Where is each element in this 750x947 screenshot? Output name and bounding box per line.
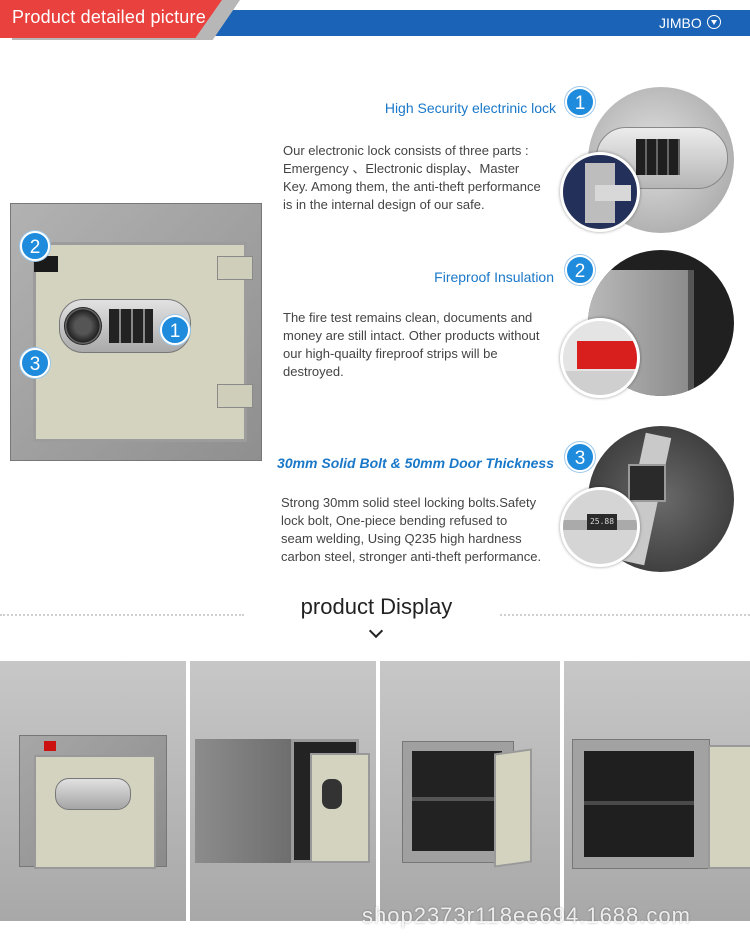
safe-keys: [109, 309, 153, 343]
safe-hinge: [217, 256, 253, 280]
product-photo-open-angle: [190, 661, 376, 921]
header-bar: [180, 10, 750, 36]
lock-inner-photo: [560, 152, 640, 232]
safe-marker-1: 1: [160, 315, 190, 345]
safe-marker-2: 2: [20, 231, 50, 261]
safe-knob: [64, 307, 102, 345]
brand-link[interactable]: JIMBO: [659, 15, 702, 31]
divider-left: [0, 614, 244, 616]
caliper-photo: 25.88: [560, 487, 640, 567]
feature-2-title: Fireproof Insulation: [434, 269, 554, 285]
description-line: lock bolt, One-piece bending refused to: [281, 513, 508, 528]
section-title: Product detailed picture: [12, 7, 206, 27]
caliper-display: 25.88: [587, 514, 617, 530]
fireproof-strip-photo: [560, 318, 640, 398]
safe-hinge: [217, 384, 253, 408]
divider-right: [500, 614, 750, 616]
watermark: shop2373r118ee694.1688.com: [362, 903, 691, 928]
feature-2-description: The fire test remains clean, documents a…: [283, 309, 563, 381]
safe-marker-3: 3: [20, 348, 50, 378]
description-line: seam welding, Using Q235 high hardness: [281, 531, 522, 546]
description-line: is in the internal design of our safe.: [283, 197, 485, 212]
chevron-down-circle-icon[interactable]: [707, 15, 721, 29]
chevron-down-icon: [368, 623, 384, 639]
description-line: Emergency 、Electronic display、Master: [283, 161, 520, 176]
feature-1-number: 1: [565, 87, 595, 117]
description-line: money are still intact. Other products w…: [283, 328, 540, 343]
description-line: The fire test remains clean, documents a…: [283, 310, 533, 325]
feature-1-title: High Security electrinic lock: [384, 100, 556, 116]
feature-1-description: Our electronic lock consists of three pa…: [283, 142, 563, 214]
feature-3-title: 30mm Solid Bolt & 50mm Door Thickness: [277, 455, 554, 471]
product-display-title: product Display: [300, 594, 453, 619]
product-photo-open-front: [380, 661, 560, 921]
description-line: carbon steel, stronger anti-theft perfor…: [281, 549, 542, 564]
description-line: destroyed.: [283, 364, 344, 379]
product-photo-open-door: [564, 661, 750, 921]
product-photo-front: [0, 661, 186, 921]
description-line: Strong 30mm solid steel locking bolts.Sa…: [281, 495, 537, 510]
feature-3-description: Strong 30mm solid steel locking bolts.Sa…: [281, 494, 561, 566]
page-header: Product detailed picture JIMBO: [0, 0, 750, 40]
description-line: our high-quailty fireproof strips will b…: [283, 346, 498, 361]
feature-3-number: 3: [565, 442, 595, 472]
description-line: Key. Among them, the anti-theft performa…: [283, 179, 541, 194]
header-tab: [0, 0, 222, 38]
description-line: Our electronic lock consists of three pa…: [283, 143, 529, 158]
